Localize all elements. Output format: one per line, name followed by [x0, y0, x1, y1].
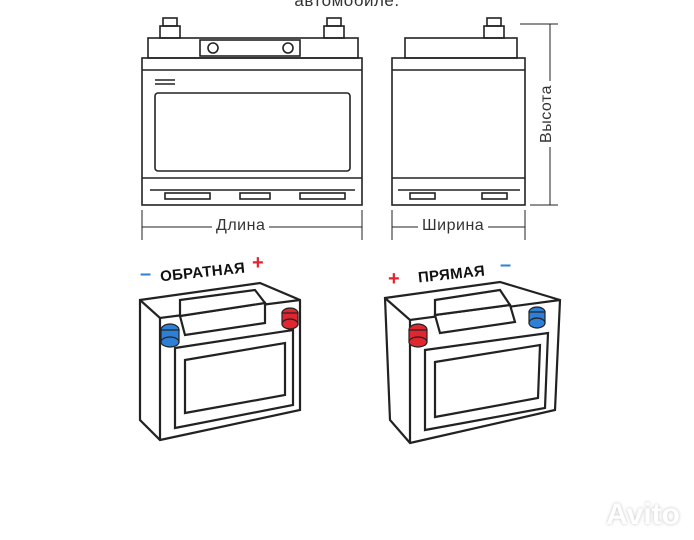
watermark-text: Avito [606, 498, 680, 531]
positive-sign-icon: + [388, 268, 400, 290]
battery-direct [383, 280, 562, 445]
side-view [391, 17, 558, 240]
battery-reverse [138, 281, 302, 442]
negative-sign-icon: – [500, 254, 512, 276]
avito-logo-icon [566, 500, 598, 530]
avito-watermark: Avito [566, 498, 680, 532]
page-title: автомобиле. [294, 0, 400, 10]
positive-sign-icon: + [252, 252, 264, 274]
height-label: Высота [537, 81, 556, 147]
negative-sign-icon: – [140, 263, 152, 285]
length-label: Длина [212, 217, 270, 235]
front-view [141, 17, 363, 240]
width-label: Ширина [418, 217, 489, 235]
